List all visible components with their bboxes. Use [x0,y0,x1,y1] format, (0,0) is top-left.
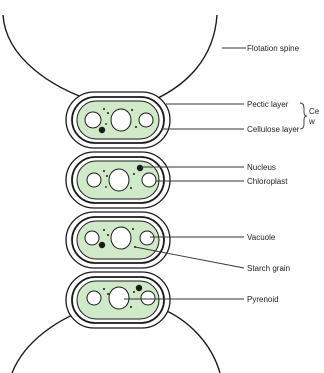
cell-1-nucleus [99,127,105,133]
cell-2-nucleus [137,165,143,171]
label-flotation-spine: Flotation spine [247,44,300,53]
cell-3-nucleus [99,242,105,248]
label-starch-grain: Starch grain [247,264,290,273]
cell-3-pyrenoid-2 [140,231,154,245]
cell-1-vacuole [111,109,131,131]
cell-3 [66,212,170,268]
cell-4-vacuole [109,287,129,309]
cell-2-vacuole [109,169,129,191]
label-cell-wall-line1: Ce [309,107,320,116]
cell-3-pyrenoid [85,231,99,245]
cell-1 [66,92,170,148]
cell-4 [66,272,170,328]
bottom-right-spine [160,308,220,373]
label-nucleus: Nucleus [247,163,276,172]
cell-1-pyrenoid-2 [139,113,153,127]
cell-wall-brace [300,103,307,129]
label-vacuole: Vacuole [247,233,276,242]
cell-2 [66,152,170,208]
cell-4-pyrenoid [87,291,101,305]
top-left-spine [3,15,90,100]
label-chloroplast: Chloroplast [247,177,288,186]
label-pectic-layer: Pectic layer [247,100,289,109]
cell-4-pyrenoid-2 [141,291,155,305]
top-right-spine [156,15,217,99]
label-pyrenoid: Pyrenoid [247,295,279,304]
cell-2-pyrenoid [87,173,101,187]
cell-1-pyrenoid [85,112,101,128]
label-cell-wall-line2: w [308,117,315,126]
cell-4-nucleus [136,285,142,291]
cell-2-pyrenoid-2 [142,173,156,187]
label-cellulose-layer: Cellulose layer [247,125,300,134]
cell-3-vacuole [111,227,131,249]
